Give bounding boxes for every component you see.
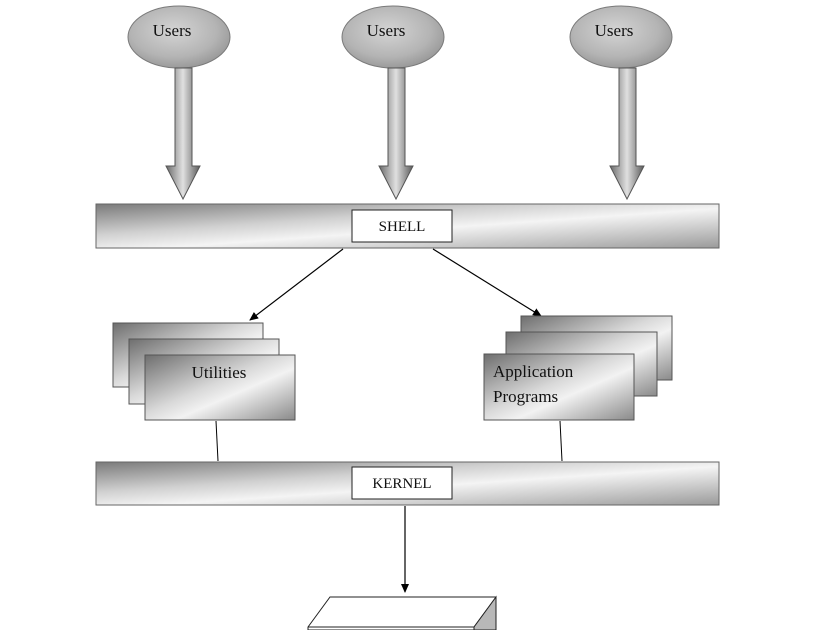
users-node-3: Users xyxy=(569,5,673,69)
applications-to-kernel-line xyxy=(559,420,563,462)
utilities-box-front xyxy=(144,354,296,421)
applications-label-line1: Application xyxy=(493,362,574,381)
utilities-to-kernel-line xyxy=(215,420,219,462)
shell-label: SHELL xyxy=(379,219,426,235)
applications-stack: Application Programs xyxy=(483,315,673,421)
shell-to-applications-arrow xyxy=(432,248,542,317)
users-label-3: Users xyxy=(595,21,634,40)
users-label-1: Users xyxy=(153,21,192,40)
kernel-label-box xyxy=(351,466,453,500)
shell-to-utilities-arrow xyxy=(249,248,344,321)
applications-box-front xyxy=(483,353,635,421)
user-arrow-1 xyxy=(165,67,201,201)
shell-label-box xyxy=(351,209,453,243)
users-node-1: Users xyxy=(127,5,231,69)
utilities-stack: Utilities xyxy=(112,322,296,421)
users-node-2: Users xyxy=(341,5,445,69)
applications-label-line2: Programs xyxy=(493,387,558,406)
user-arrow-2 xyxy=(378,67,414,201)
kernel-bar: KERNEL xyxy=(95,461,720,506)
user-arrow-3 xyxy=(609,67,645,201)
hardware-block xyxy=(307,595,497,630)
users-label-2: Users xyxy=(367,21,406,40)
kernel-label: KERNEL xyxy=(372,476,431,492)
shell-bar: SHELL xyxy=(95,203,720,249)
utilities-label: Utilities xyxy=(192,363,247,382)
